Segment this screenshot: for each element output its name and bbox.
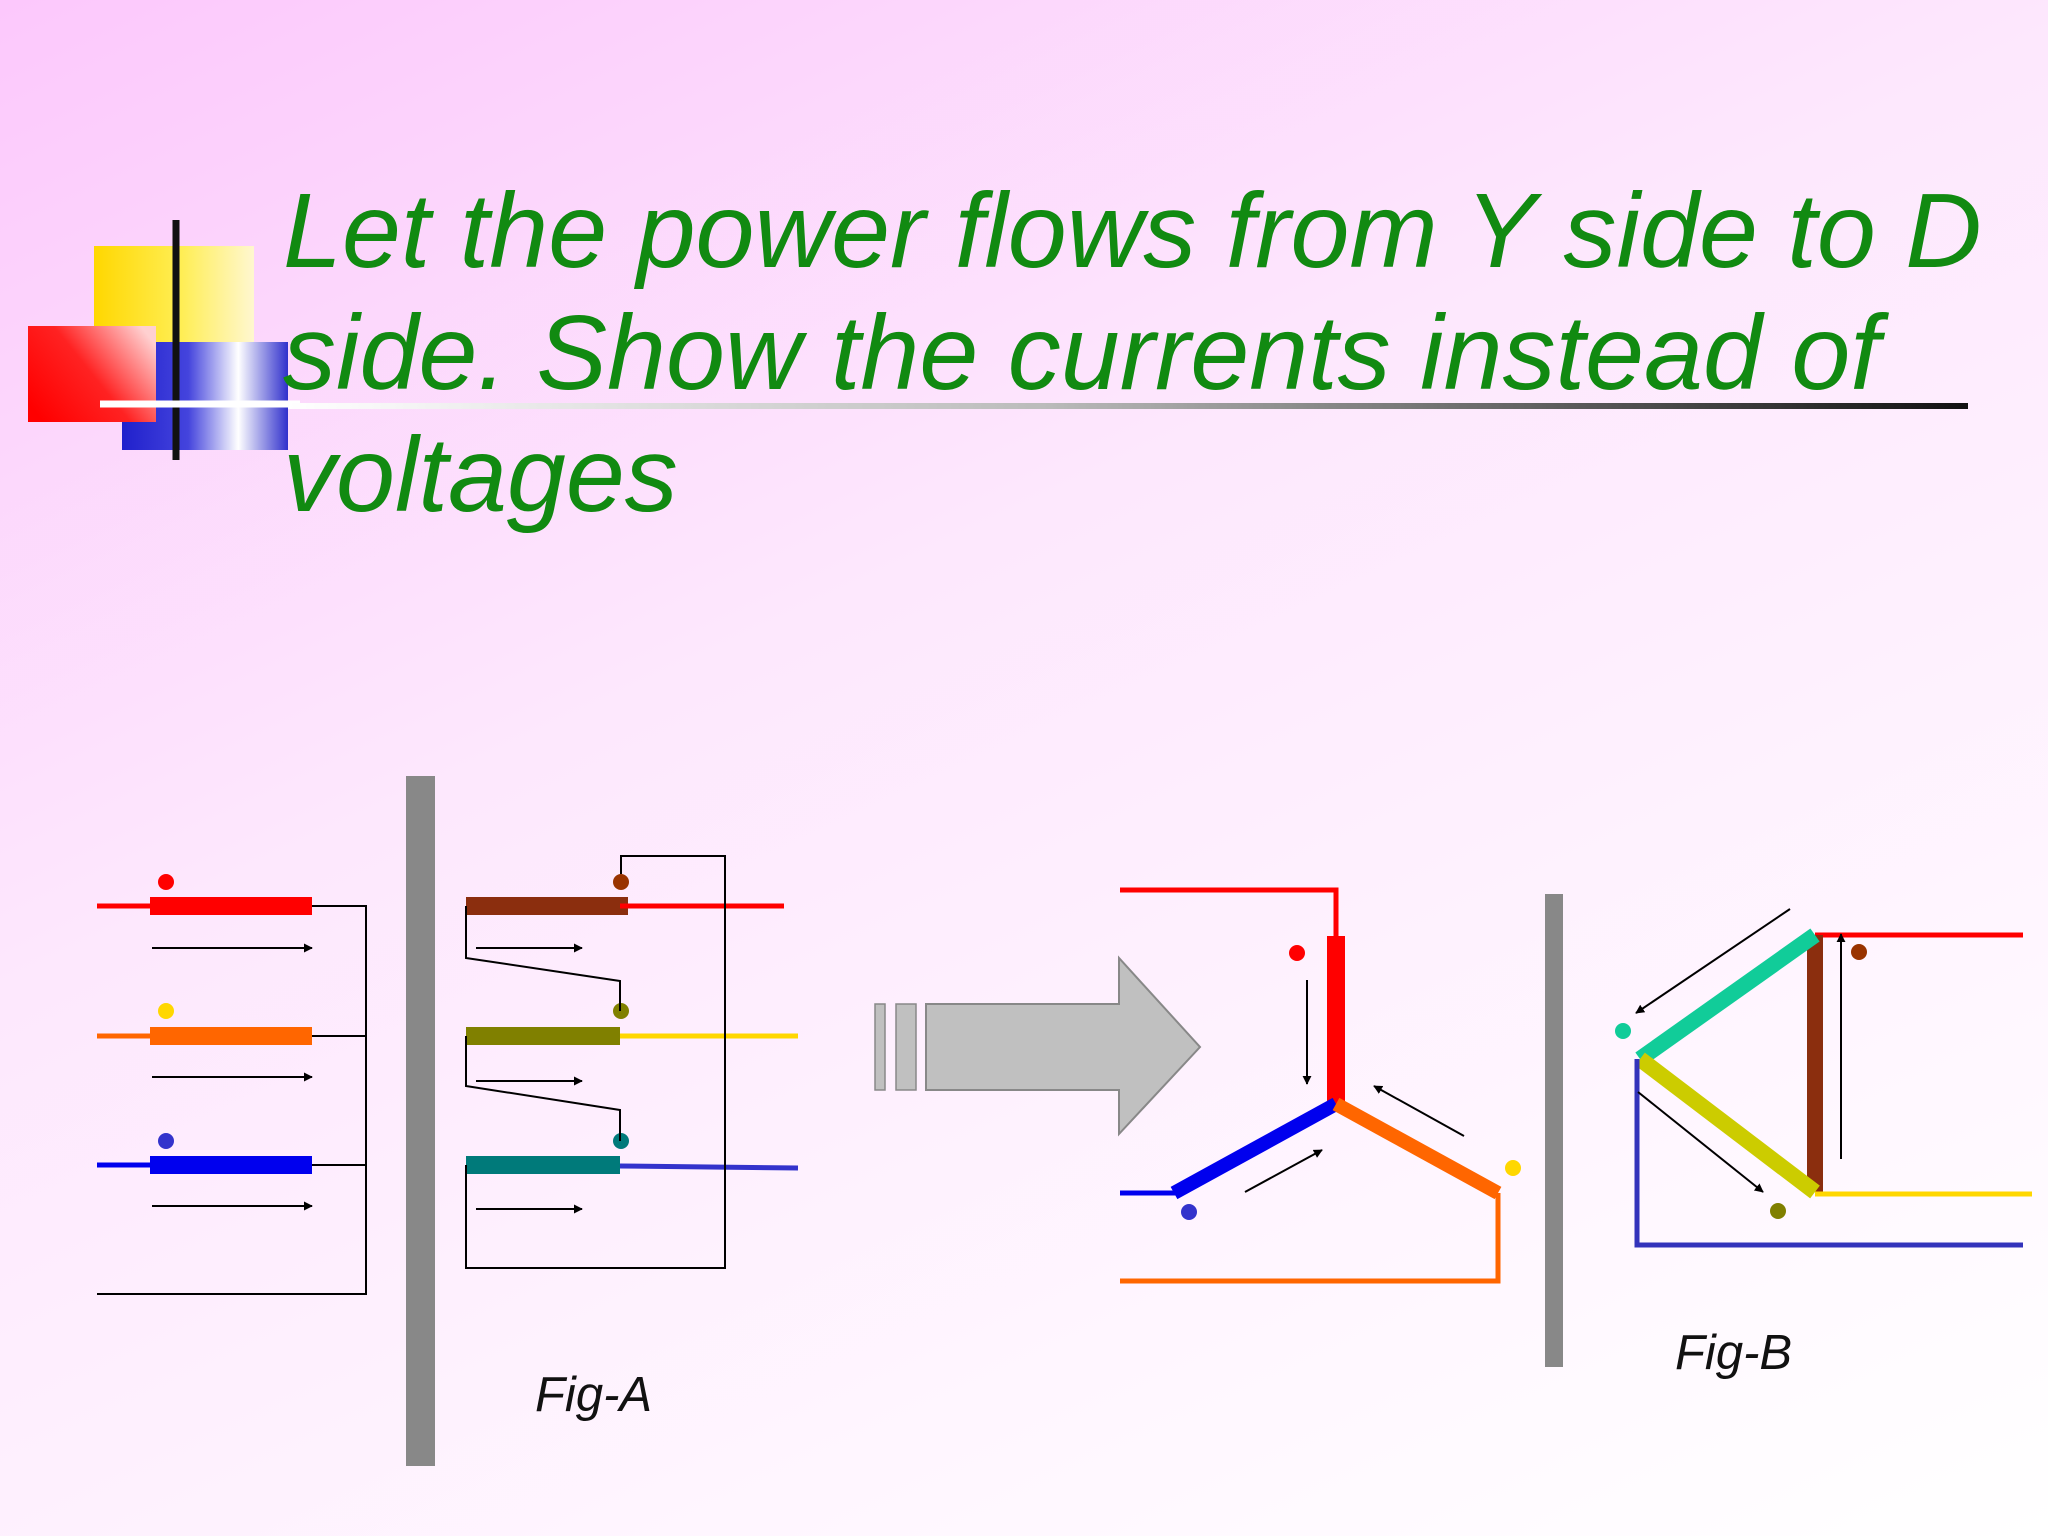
delta-dot-b [1770,1203,1786,1219]
transition-arrow-body [925,955,1202,1137]
title-underline [288,403,1968,409]
star-winding-c [1170,1097,1340,1200]
delta-winding-bc [1635,1052,1820,1199]
star-current-arrow-b [1373,1085,1465,1137]
star-dot-c [1181,1204,1197,1220]
title-ornament [28,220,300,460]
transition-arrow-tail-stripe-1 [874,1003,886,1091]
primary-dot-c [158,1133,174,1149]
delta-link-a-b [465,906,621,1011]
fig-a-diagram: Fig-A [97,776,799,1466]
star-dot-a [1289,945,1305,961]
fig-a-core [406,776,435,1466]
delta-dot-c [1615,1023,1631,1039]
delta-current-arrow-ac [1635,908,1791,1014]
star-phase-b-feed [1120,1193,1501,1284]
delta-link-b-c [465,1036,621,1141]
star-current-arrow-c [1244,1149,1323,1193]
fig-a-label: Fig-A [535,1368,652,1422]
delta-dot-a [1851,944,1867,960]
fig-b-diagram: Fig-B [1120,887,2032,1380]
star-dot-b [1505,1160,1521,1176]
star-winding-b [1332,1097,1502,1200]
primary-neutral-bus [97,905,367,1295]
slide-title: Let the power flows from Y side to D sid… [283,172,1982,534]
star-phase-a-feed [1120,887,1339,940]
primary-dot-b [158,1003,174,1019]
delta-link-c-a [465,855,726,1269]
secondary-dot-a [613,874,629,890]
delta-winding-ac [1635,928,1820,1066]
delta-current-arrow-bc [1637,1091,1764,1193]
transition-arrow [874,955,1202,1137]
secondary-phase-c-out [619,1163,799,1171]
transition-arrow-tail-stripe-2 [895,1003,917,1091]
fig-b-label: Fig-B [1675,1326,1792,1380]
fig-b-core [1545,894,1563,1367]
delta-phase-c-out [1634,1059,2023,1248]
primary-dot-a [158,874,174,890]
